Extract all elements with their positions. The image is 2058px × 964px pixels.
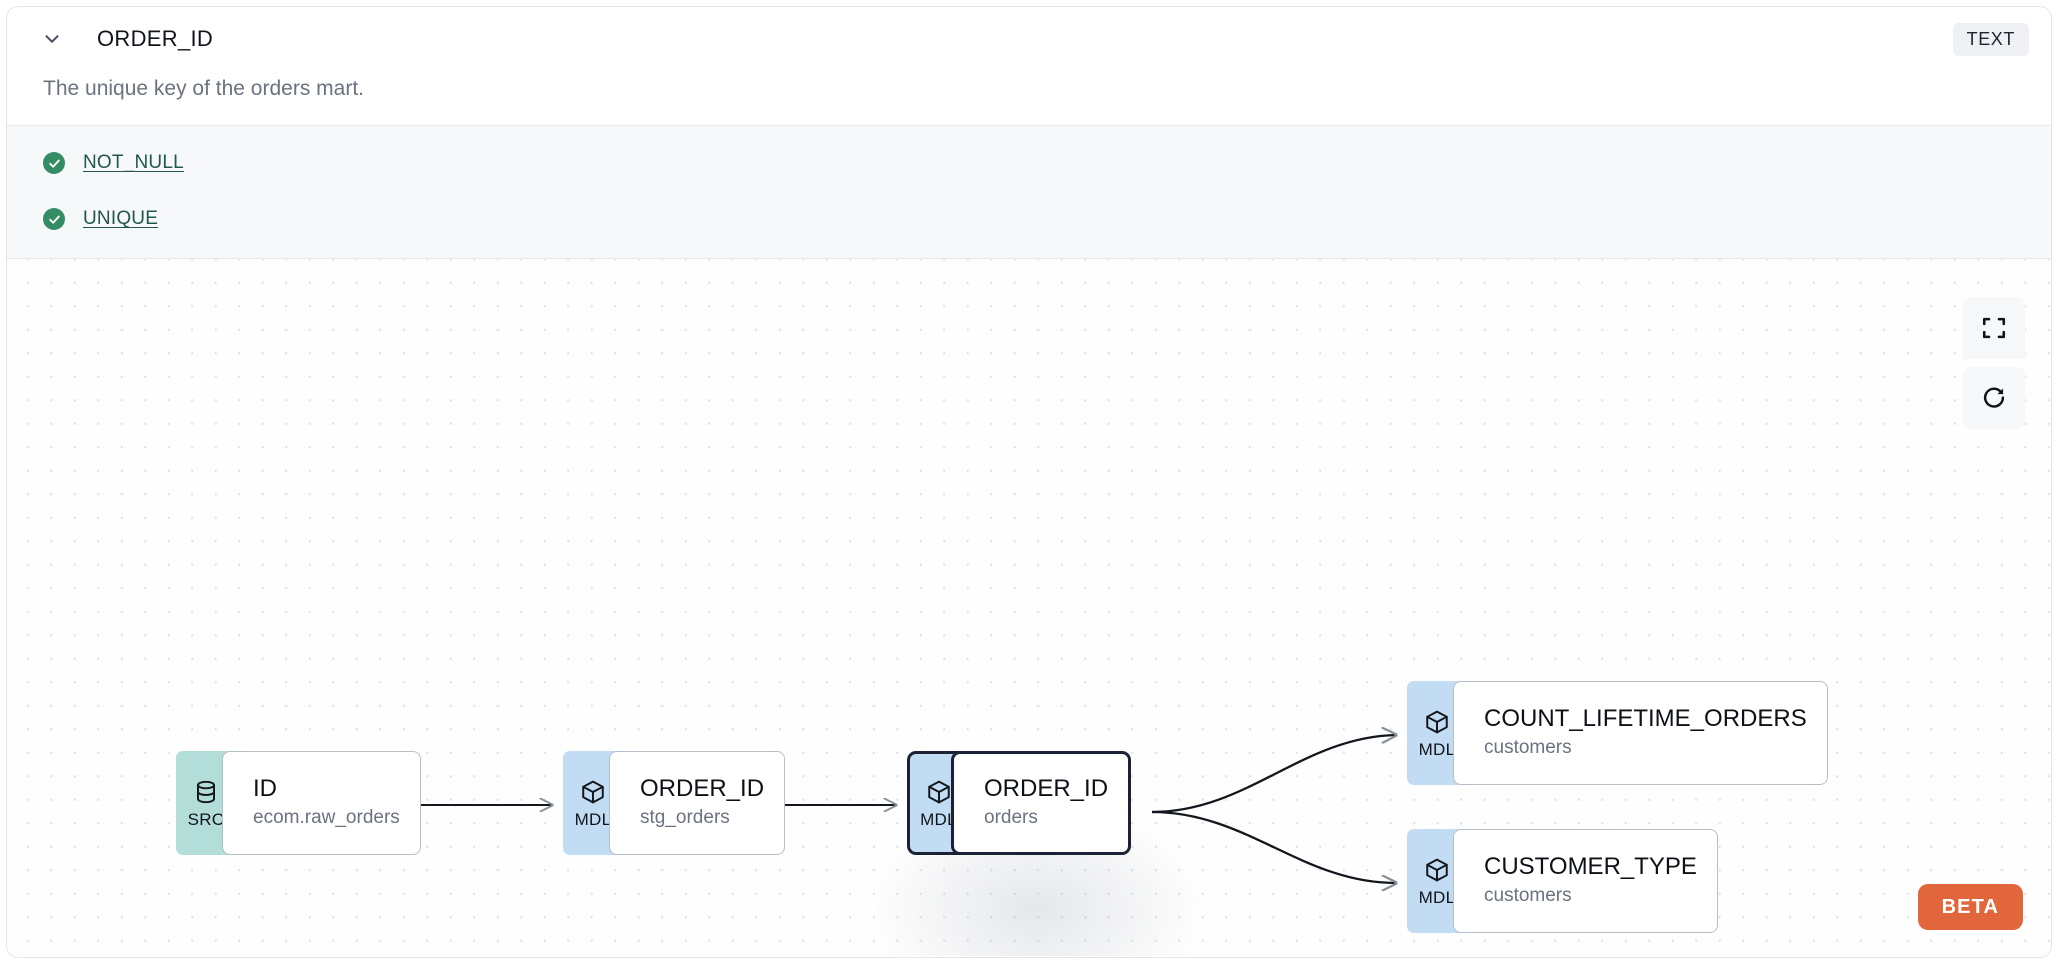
lineage-node-customer-type[interactable]: MDL CUSTOMER_TYPE customers	[1407, 829, 1718, 934]
column-description: The unique key of the orders mart.	[43, 77, 364, 100]
node-column-name: ID	[253, 774, 277, 802]
node-column-name: ORDER_ID	[984, 774, 1109, 802]
check-circle-icon	[43, 152, 65, 175]
node-source-name: orders	[984, 806, 1038, 828]
column-detail-card: ORDER_ID TEXT The unique key of the orde…	[6, 6, 2052, 958]
chevron-down-icon[interactable]	[37, 24, 67, 54]
node-body: CUSTOMER_TYPE customers	[1453, 829, 1718, 934]
cube-icon	[926, 779, 952, 810]
test-link-unique[interactable]: UNIQUE	[83, 208, 159, 230]
lineage-node-count-lifetime-orders[interactable]: MDL COUNT_LIFETIME_ORDERS customers	[1407, 681, 1828, 786]
node-source-name: customers	[1484, 884, 1572, 906]
beta-badge[interactable]: BETA	[1917, 884, 2023, 931]
reset-button[interactable]	[1963, 367, 2025, 430]
lineage-node-stg-order-id[interactable]: MDL ORDER_ID stg_orders	[563, 751, 786, 856]
node-column-name: ORDER_ID	[640, 774, 765, 802]
lineage-node-orders-order-id-selected[interactable]: MDL ORDER_ID orders	[907, 751, 1132, 856]
database-icon	[193, 779, 219, 810]
card-header: ORDER_ID TEXT	[7, 7, 2051, 71]
node-column-name: CUSTOMER_TYPE	[1484, 852, 1697, 880]
page-title: ORDER_ID	[97, 26, 214, 51]
node-body: COUNT_LIFETIME_ORDERS customers	[1453, 681, 1828, 786]
node-body: ORDER_ID stg_orders	[609, 751, 786, 856]
edge-orders-to-customer-type	[1151, 811, 1396, 883]
node-badge-label: SRC	[187, 809, 225, 829]
fit-screen-icon	[1981, 315, 2007, 341]
node-source-name: stg_orders	[640, 806, 730, 828]
node-badge-label: MDL	[574, 809, 612, 829]
check-circle-icon	[43, 208, 65, 231]
tests-section: NOT_NULL UNIQUE	[7, 125, 2051, 260]
test-row: UNIQUE	[43, 202, 2021, 236]
cube-icon	[1424, 857, 1450, 888]
node-body: ORDER_ID orders	[951, 751, 1132, 856]
node-source-name: customers	[1484, 736, 1572, 758]
lineage-node-src-id[interactable]: SRC ID ecom.raw_orders	[176, 751, 421, 856]
refresh-icon	[1981, 385, 2007, 411]
cube-icon	[1424, 709, 1450, 740]
node-badge-label: MDL	[1418, 739, 1456, 759]
cube-icon	[580, 779, 606, 810]
fit-view-button[interactable]	[1963, 297, 2025, 360]
node-source-name: ecom.raw_orders	[253, 806, 400, 828]
node-badge-label: MDL	[1418, 887, 1456, 907]
node-body: ID ecom.raw_orders	[222, 751, 421, 856]
node-badge-label: MDL	[920, 809, 957, 829]
test-row: NOT_NULL	[43, 146, 2021, 180]
test-link-not-null[interactable]: NOT_NULL	[83, 152, 184, 174]
lineage-graph-canvas[interactable]: SRC ID ecom.raw_orders MDL ORDER_ID	[7, 259, 2051, 957]
data-type-badge: TEXT	[1952, 22, 2029, 56]
canvas-controls	[1963, 297, 2025, 430]
edge-orders-to-count-lifetime	[1151, 735, 1396, 814]
node-column-name: COUNT_LIFETIME_ORDERS	[1484, 704, 1807, 732]
